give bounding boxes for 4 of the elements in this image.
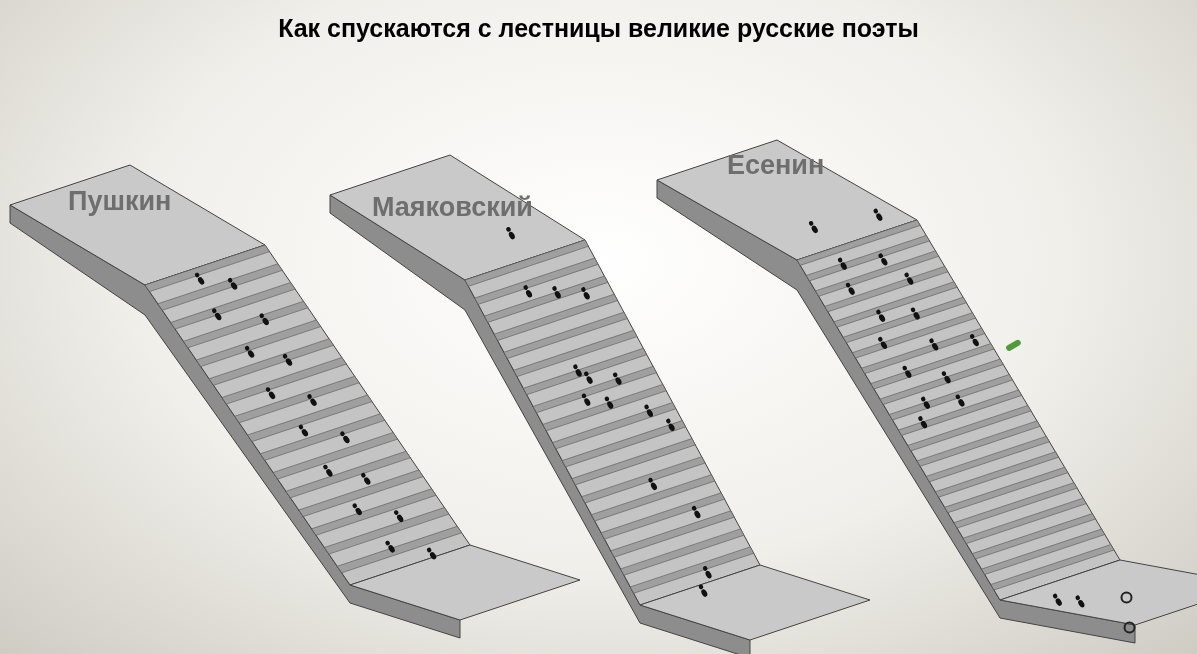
staircase-label: Есенин <box>727 150 825 181</box>
title: Как спускаются с лестницы великие русские поэты <box>277 14 920 43</box>
staircase-label: Маяковский <box>372 192 533 223</box>
staircase-label: Пушкин <box>68 186 172 217</box>
